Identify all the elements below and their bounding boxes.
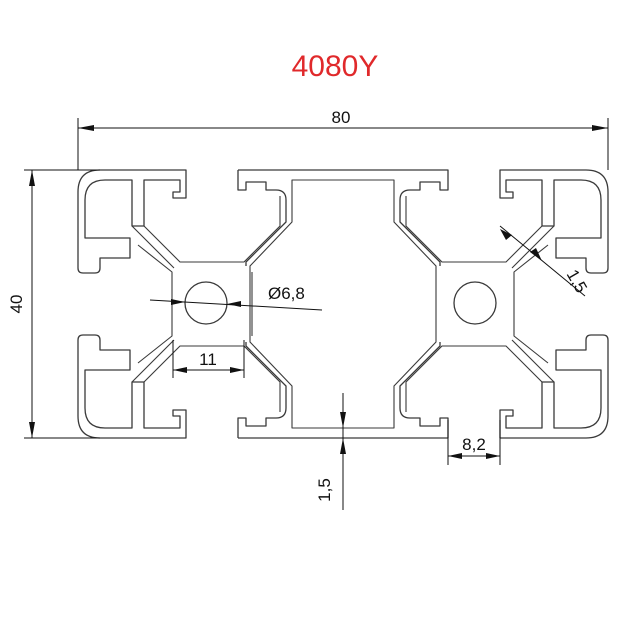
dimension-height-label: 40 — [7, 295, 26, 314]
right-braces — [511, 225, 555, 383]
left-end-outline-bottom — [77, 334, 187, 439]
right-end-outline — [499, 169, 609, 274]
top-wall — [237, 169, 449, 266]
right-center-hole — [453, 281, 497, 325]
dimension-width: 80 — [77, 108, 609, 170]
center-cavity — [249, 179, 437, 429]
dimension-slot-width: 11 — [172, 340, 245, 378]
slot-width-label: 11 — [199, 350, 217, 369]
left-braces — [131, 225, 175, 383]
bottom-wall — [237, 342, 449, 439]
left-core — [137, 196, 281, 412]
dimension-height: 40 — [7, 169, 100, 439]
hole-diameter-label: Ø6,8 — [268, 284, 305, 303]
right-end-outline-bottom — [499, 334, 609, 439]
bottom-wall-label: 1,5 — [315, 478, 334, 502]
dimension-hole-diameter: Ø6,8 — [149, 284, 323, 311]
dimension-width-label: 80 — [332, 108, 351, 127]
slot-opening-label: 8,2 — [462, 435, 486, 454]
right-core — [405, 196, 549, 412]
dimension-bottom-wall: 1,5 — [315, 393, 346, 510]
left-end-outline — [77, 169, 187, 274]
dimension-slot-opening: 8,2 — [447, 420, 501, 465]
profile-title: 4080Y — [292, 50, 379, 83]
left-center-hole — [184, 281, 228, 325]
